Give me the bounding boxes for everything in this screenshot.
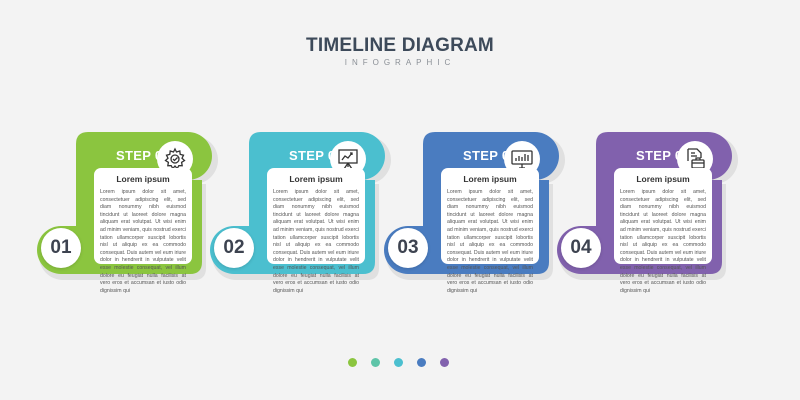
pagination-dot (394, 358, 403, 367)
step-number: 01 (41, 228, 81, 268)
page-subtitle: INFOGRAPHIC (344, 58, 456, 67)
pagination-dots (348, 358, 458, 368)
step-card: Lorem ipsum Lorem ipsum dolor sit amet, … (267, 168, 365, 294)
step-number: 04 (561, 228, 601, 268)
card-title: Lorem ipsum (116, 174, 170, 184)
pagination-dot (440, 358, 449, 367)
pagination-dot (371, 358, 380, 367)
step-number: 02 (214, 228, 254, 268)
step-card: Lorem ipsum Lorem ipsum dolor sit amet, … (94, 168, 192, 294)
step-01: STEP 01 Lorem ipsum Lorem ipsum dolor si… (36, 132, 246, 294)
card-text: Lorem ipsum dolor sit amet, consectetuer… (447, 189, 533, 294)
step-card: Lorem ipsum Lorem ipsum dolor sit amet, … (614, 168, 712, 294)
card-text: Lorem ipsum dolor sit amet, consectetuer… (620, 189, 706, 294)
card-title: Lorem ipsum (463, 174, 517, 184)
card-text: Lorem ipsum dolor sit amet, consectetuer… (100, 189, 186, 294)
step-card: Lorem ipsum Lorem ipsum dolor sit amet, … (441, 168, 539, 294)
step-label: STEP 04 (636, 148, 690, 163)
document-briefcase-icon (687, 148, 705, 169)
pagination-dot (417, 358, 426, 367)
step-02: STEP 02 Lorem ipsum Lorem ipsum dolor si… (209, 132, 419, 294)
card-title: Lorem ipsum (289, 174, 343, 184)
card-title: Lorem ipsum (636, 174, 690, 184)
step-label: STEP 02 (289, 148, 343, 163)
pagination-dot (348, 358, 357, 367)
step-label: STEP 01 (116, 148, 170, 163)
gear-icon (164, 147, 186, 170)
step-04: STEP 04 Lorem ipsum Lorem ipsum dolor si… (556, 132, 766, 294)
step-label: STEP 03 (463, 148, 517, 163)
step-number: 03 (388, 228, 428, 268)
card-text: Lorem ipsum dolor sit amet, consectetuer… (273, 189, 359, 294)
page-title: TIMELINE DIAGRAM (306, 35, 494, 56)
step-03: STEP 03 Lorem ipsum Lorem ipsum dolor si… (383, 132, 593, 294)
